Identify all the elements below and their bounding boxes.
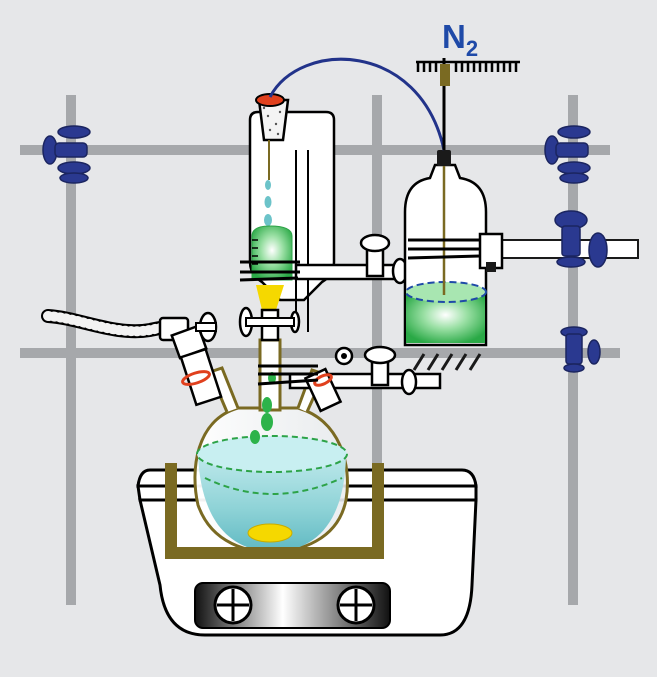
temperature-knob-icon[interactable]: [213, 585, 253, 625]
heating-bath: [165, 463, 384, 559]
funnel-stopcock-icon[interactable]: [238, 306, 301, 342]
neck-clamp-screw-icon[interactable]: [363, 345, 397, 387]
rod-clamp-top-left: [42, 125, 91, 184]
rod-clamp-top-right: [544, 125, 591, 184]
nitrogen-label: N2: [442, 18, 478, 61]
gas-inlet-adapter: [41, 309, 223, 407]
dropping-funnel: [238, 93, 336, 342]
manifold-tick-marks: [416, 60, 520, 72]
nitrogen-supply: N2: [268, 18, 520, 151]
rod-clamp-middle-right: [560, 326, 601, 373]
stir-bar: [247, 523, 293, 543]
horizontal-rod-middle: [20, 348, 620, 358]
bubbler-clamp: [407, 232, 504, 272]
funnel-clamp: [239, 233, 409, 285]
neck-clamp-bosshead: [334, 346, 418, 396]
nitrogen-bubbler: [403, 150, 488, 371]
holder-arm-right: [479, 210, 639, 268]
inlet-stopcock-icon[interactable]: [195, 311, 218, 343]
stirring-speed-knob-icon[interactable]: [336, 585, 376, 625]
funnel-clamp-screw-icon[interactable]: [359, 233, 391, 278]
flask-neck-clamp: [257, 345, 442, 413]
